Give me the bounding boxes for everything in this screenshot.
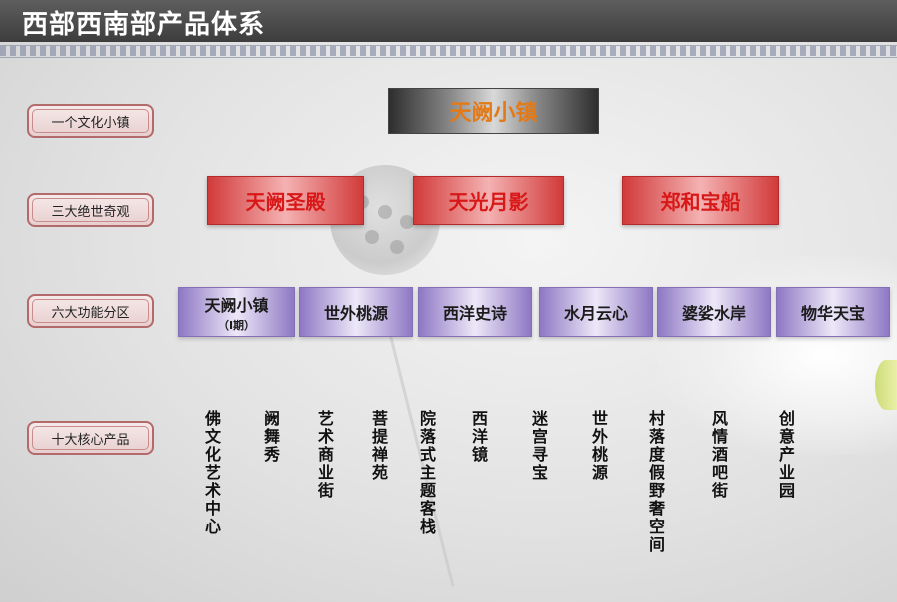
product-label: 佛文化艺术中心 bbox=[203, 410, 223, 536]
lotus-seed-decoration bbox=[400, 215, 414, 229]
zone-name: 物华天宝 bbox=[801, 300, 865, 324]
product-label: 迷宫寻宝 bbox=[530, 410, 550, 482]
zone-box: 物华天宝 bbox=[776, 287, 890, 337]
lotus-seed-decoration bbox=[390, 240, 404, 254]
town-box: 天阙小镇 bbox=[388, 88, 599, 134]
wonder-box: 郑和宝船 bbox=[622, 176, 779, 225]
lotus-seed-decoration bbox=[365, 230, 379, 244]
zone-box: 天阙小镇 （Ⅰ期） bbox=[178, 287, 295, 337]
zone-box: 婆娑水岸 bbox=[657, 287, 771, 337]
page-title: 西部西南部产品体系 bbox=[22, 4, 265, 41]
wonder-name: 天阙圣殿 bbox=[246, 186, 326, 215]
row-label-wonders: 三大绝世奇观 bbox=[27, 193, 154, 227]
product-label: 风情酒吧街 bbox=[710, 410, 730, 500]
wonder-box: 天阙圣殿 bbox=[207, 176, 364, 225]
lotus-seed-decoration bbox=[378, 205, 392, 219]
product-label: 村落度假野奢空间 bbox=[647, 410, 667, 554]
product-label: 院落式主题客栈 bbox=[418, 410, 438, 536]
town-name: 天阙小镇 bbox=[449, 95, 537, 127]
product-label: 阙舞秀 bbox=[262, 410, 282, 464]
wonder-name: 天光月影 bbox=[449, 186, 529, 215]
border-line-bottom bbox=[0, 57, 897, 58]
product-label: 西洋镜 bbox=[470, 410, 490, 464]
zone-name: 婆娑水岸 bbox=[682, 300, 746, 324]
zone-box: 水月云心 bbox=[539, 287, 653, 337]
product-label: 创意产业园 bbox=[777, 410, 797, 500]
product-label: 菩提禅苑 bbox=[370, 410, 390, 482]
zone-name: 西洋史诗 bbox=[443, 300, 507, 324]
wonder-box: 天光月影 bbox=[413, 176, 564, 225]
zone-name: 天阙小镇 bbox=[204, 292, 268, 316]
zone-box: 世外桃源 bbox=[299, 287, 413, 337]
zone-name: 水月云心 bbox=[564, 300, 628, 324]
product-label: 艺术商业街 bbox=[316, 410, 336, 500]
zone-phase: （Ⅰ期） bbox=[218, 317, 255, 333]
row-label-culture-town: 一个文化小镇 bbox=[27, 104, 154, 138]
row-label-zones: 六大功能分区 bbox=[27, 294, 154, 328]
product-label: 世外桃源 bbox=[590, 410, 610, 482]
zone-name: 世外桃源 bbox=[324, 300, 388, 324]
decorative-border bbox=[0, 46, 897, 56]
row-label-core-products: 十大核心产品 bbox=[27, 421, 154, 455]
zone-box: 西洋史诗 bbox=[418, 287, 532, 337]
wonder-name: 郑和宝船 bbox=[661, 186, 741, 215]
leaf-decoration bbox=[875, 360, 897, 410]
